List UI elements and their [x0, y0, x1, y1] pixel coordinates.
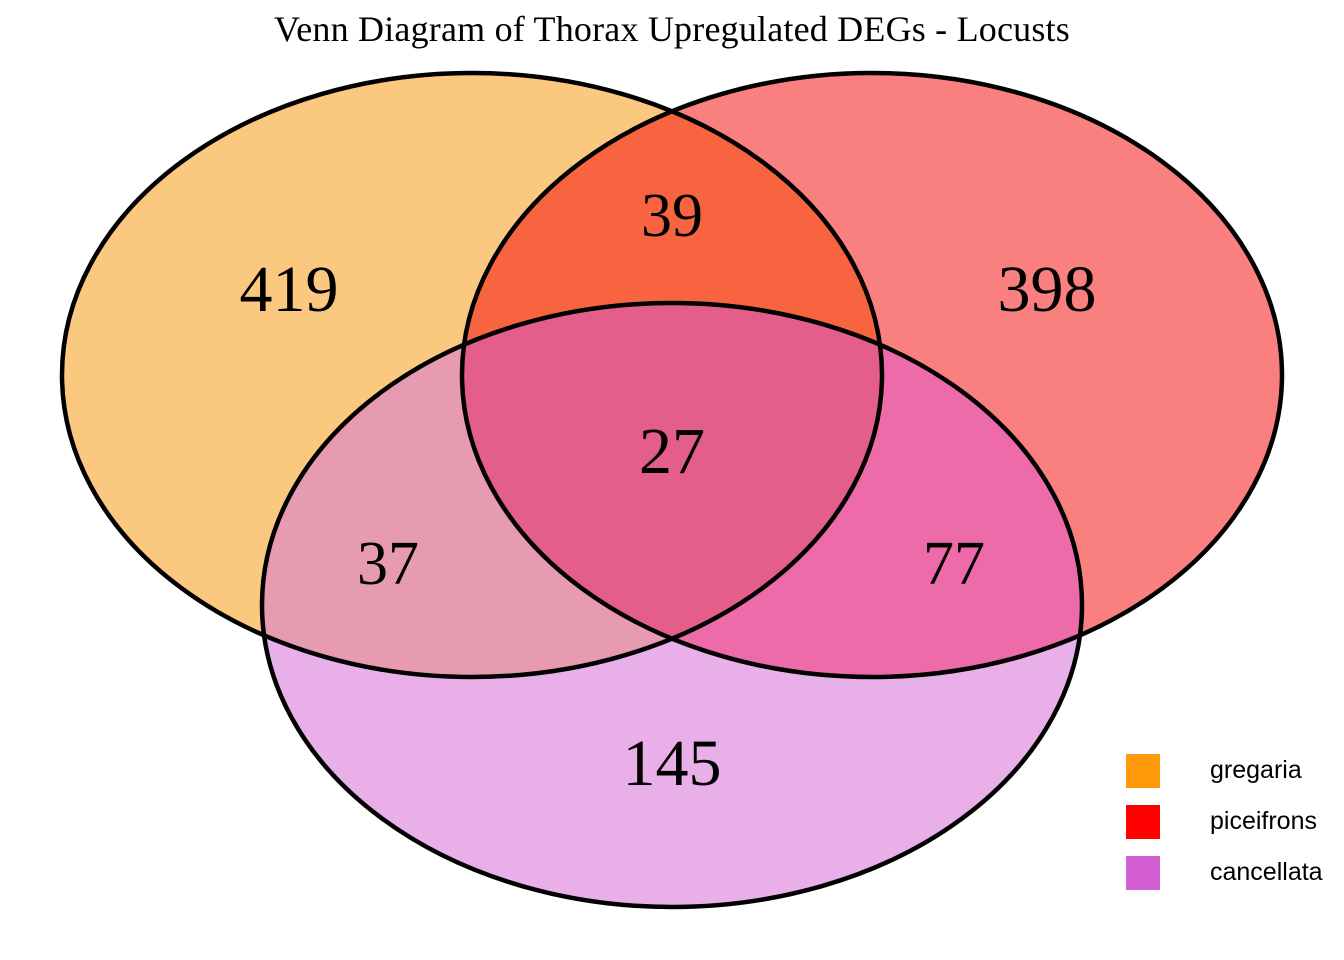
legend-label-piceifrons: piceifrons: [1210, 807, 1317, 835]
legend-swatch-cancellata: [1126, 855, 1160, 890]
count-piceifrons-only: 398: [998, 253, 1097, 326]
ellipse-cancellata: [259, 300, 1085, 910]
venn-outlines: [59, 70, 1285, 910]
count-triple: 27: [639, 415, 705, 488]
page-title: Venn Diagram of Thorax Upregulated DEGs …: [274, 9, 1070, 49]
legend-swatch-gregaria: [1126, 753, 1160, 788]
legend-item-piceifrons[interactable]: piceifrons: [1126, 796, 1336, 847]
legend-item-gregaria[interactable]: gregaria: [1126, 745, 1336, 796]
legend: gregaria piceifrons cancellata: [1126, 745, 1336, 898]
count-gregaria-only: 419: [240, 253, 339, 326]
legend-label-gregaria: gregaria: [1210, 756, 1302, 784]
ellipse-gregaria: [59, 70, 885, 680]
count-cancellata-only: 145: [623, 727, 722, 800]
legend-label-cancellata: cancellata: [1210, 858, 1323, 886]
venn-count-labels: 419 398 39 27 37 77 145: [240, 182, 1097, 800]
count-piceifrons-cancellata: 77: [923, 530, 985, 598]
ellipse-piceifrons: [459, 70, 1285, 680]
count-gregaria-cancellata: 37: [357, 530, 419, 598]
legend-swatch-piceifrons: [1126, 804, 1160, 839]
count-gregaria-piceifrons: 39: [641, 182, 703, 250]
legend-item-cancellata[interactable]: cancellata: [1126, 847, 1336, 898]
